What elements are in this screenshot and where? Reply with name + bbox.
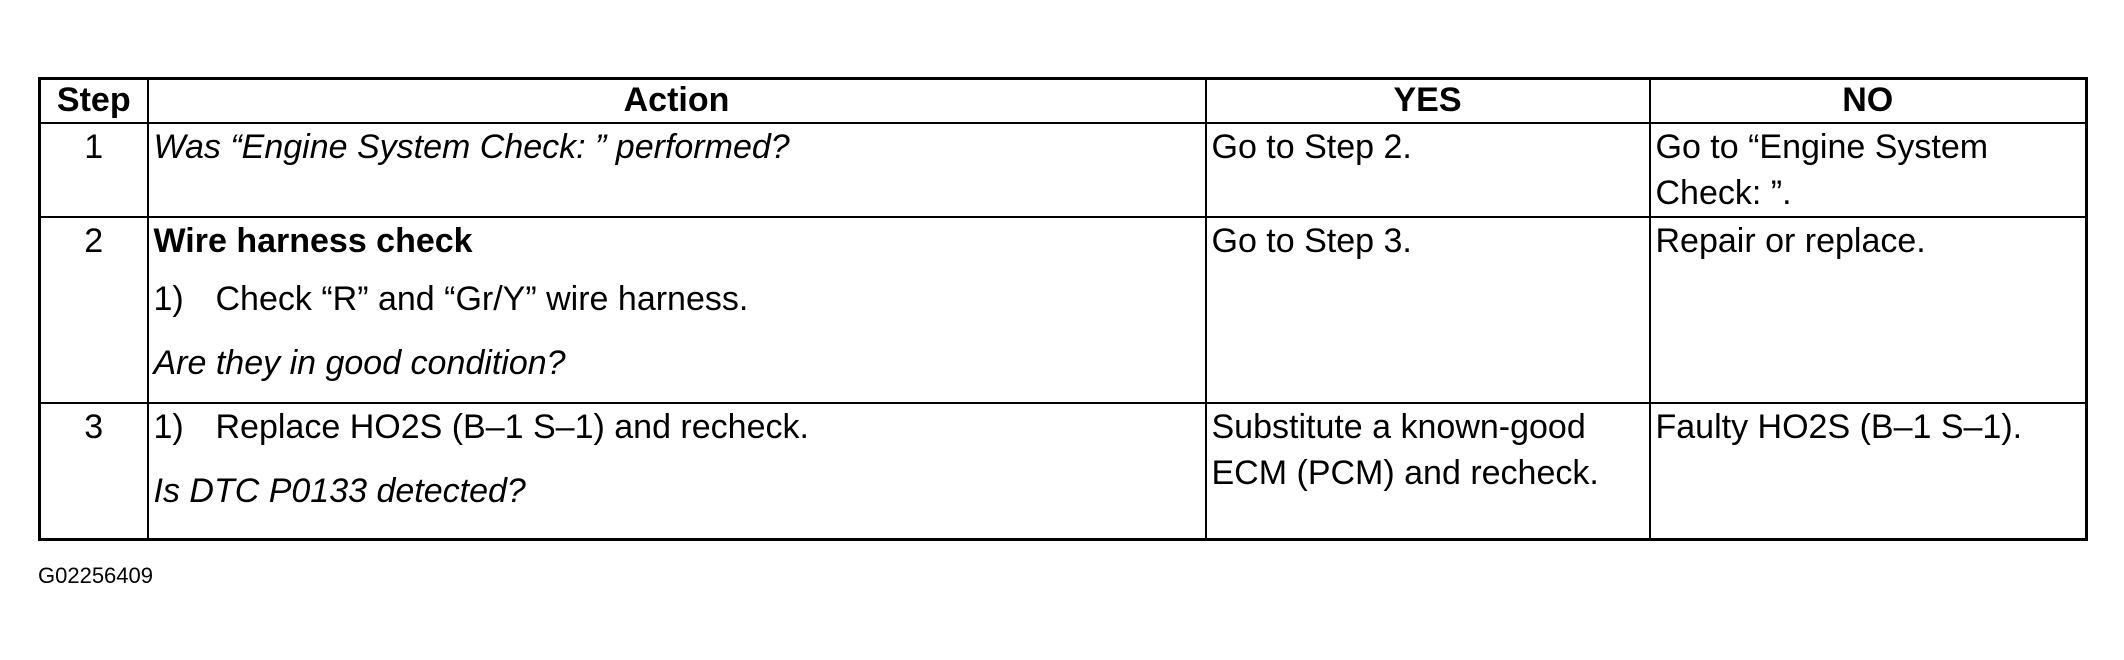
action-cell: Wire harness check 1) Check “R” and “Gr/Y… xyxy=(146,216,1207,404)
step-number: 2 xyxy=(38,216,149,404)
table-row-step-2: 2 Wire harness check 1) Check “R” and “Gr… xyxy=(38,216,2088,404)
table-header-row: Step Action YES NO xyxy=(38,77,2088,124)
action-cell: Was “Engine System Check: ” performed? xyxy=(146,122,1207,218)
yes-cell: Go to Step 2. xyxy=(1204,122,1651,218)
action-item-text: Replace HO2S (B–1 S–1) and recheck. xyxy=(215,408,809,446)
action-item-text: Check “R” and “Gr/Y” wire harness. xyxy=(215,280,749,318)
action-item-number: 1) xyxy=(153,408,184,446)
step-number: 3 xyxy=(38,402,149,541)
yes-cell: Substitute a known-good ECM (PCM) and re… xyxy=(1204,402,1651,541)
step-number: 1 xyxy=(38,122,149,218)
header-action: Action xyxy=(146,77,1207,124)
header-yes: YES xyxy=(1204,77,1651,124)
no-cell: Repair or replace. xyxy=(1648,216,2088,404)
no-cell: Faulty HO2S (B–1 S–1). xyxy=(1648,402,2088,541)
header-step: Step xyxy=(38,77,149,124)
action-title: Wire harness check xyxy=(153,222,473,260)
action-question: Is DTC P0133 detected? xyxy=(153,472,526,510)
table-row-step-3: 3 1) Replace HO2S (B–1 S–1) and recheck. … xyxy=(38,402,2088,541)
header-no: NO xyxy=(1648,77,2088,124)
action-item-number: 1) xyxy=(153,280,184,318)
table-row-step-1: 1 Was “Engine System Check: ” performed?… xyxy=(38,122,2088,218)
action-cell: 1) Replace HO2S (B–1 S–1) and recheck. Is… xyxy=(146,402,1207,541)
action-question: Are they in good condition? xyxy=(153,344,566,382)
action-item: 1) Replace HO2S (B–1 S–1) and recheck. xyxy=(154,404,1200,450)
no-cell: Go to “Engine System Check: ”. xyxy=(1648,122,2088,218)
action-question: Was “Engine System Check: ” performed? xyxy=(153,128,790,166)
figure-code: G02256409 xyxy=(38,563,153,588)
action-item: 1) Check “R” and “Gr/Y” wire harness. xyxy=(154,276,1200,322)
diagnostic-table: Step Action YES NO 1 Was “Engine System … xyxy=(38,77,2088,541)
yes-cell: Go to Step 3. xyxy=(1204,216,1651,404)
